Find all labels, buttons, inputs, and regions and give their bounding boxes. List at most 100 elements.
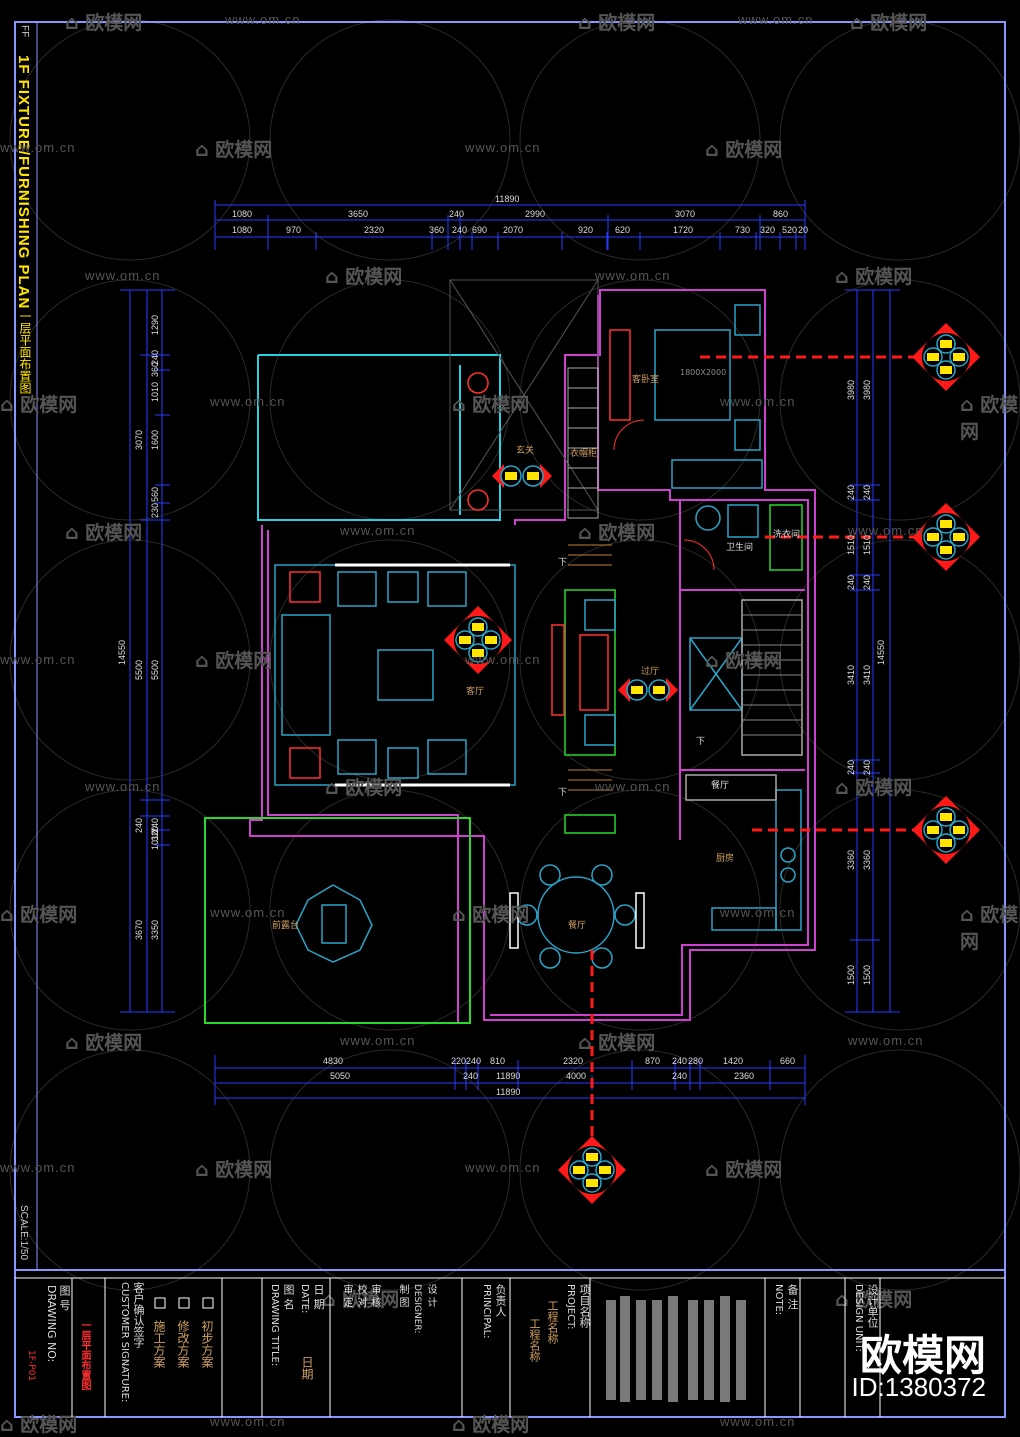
dim-top-row1: 860 bbox=[773, 209, 789, 219]
watermark-brand: ⌂ 欧模网 bbox=[960, 394, 1019, 443]
room-label-dining: 餐厅 bbox=[568, 921, 587, 931]
stair-down-label-3: 下 bbox=[696, 737, 706, 747]
drawing-title-en: 1F FIXTURE/FURNISHING PLAN bbox=[15, 55, 32, 310]
dim-bottom-row1: 280 bbox=[688, 1056, 704, 1066]
elevation-marker bbox=[444, 606, 512, 674]
dim-left-inner: 230 bbox=[150, 503, 160, 519]
dim-left-total: 14550 bbox=[117, 640, 127, 666]
room-label-hall: 过厅 bbox=[641, 667, 660, 677]
right-dimensions bbox=[845, 289, 900, 1013]
dining-set bbox=[509, 864, 645, 969]
watermark-url: www.om.cn bbox=[720, 394, 796, 409]
drawing-no-label: 图 号 bbox=[58, 1285, 71, 1311]
room-label-laundry: 洗衣间 bbox=[773, 530, 801, 540]
dim-right-outer: 3980 bbox=[846, 380, 856, 401]
principal-label: 负责人 bbox=[494, 1284, 507, 1317]
dim-bottom-row1: 4830 bbox=[323, 1056, 344, 1066]
watermark-url: www.om.cn bbox=[465, 652, 541, 667]
drawing-no-en: DRAWING NO: bbox=[45, 1285, 58, 1363]
watermark-url: www.om.cn bbox=[210, 905, 286, 920]
dim-left-inner: 3350 bbox=[150, 920, 160, 941]
dim-bottom-row2: 4000 bbox=[566, 1071, 587, 1081]
dim-right-outer: 1510 bbox=[846, 535, 856, 556]
watermark-brand: ⌂ 欧模网 bbox=[325, 777, 403, 799]
watermark-brand: ⌂ 欧模网 bbox=[835, 1289, 913, 1311]
watermark-url: www.om.cn bbox=[720, 905, 796, 920]
section-lines bbox=[590, 355, 918, 1140]
room-label-living: 客厅 bbox=[466, 687, 485, 697]
watermark-url: www.om.cn bbox=[210, 1414, 286, 1429]
watermark-brand: ⌂ 欧模网 bbox=[322, 1289, 400, 1311]
drawing-title-value: 一层平面布置图 bbox=[79, 1320, 90, 1390]
watermark-brand: ⌂ 欧模网 bbox=[0, 904, 78, 926]
dim-bottom-row2: 240 bbox=[672, 1071, 688, 1081]
dim-top-row2: 20 bbox=[798, 225, 809, 235]
dim-bottom-row1: 1420 bbox=[723, 1056, 744, 1066]
dim-top-row2: 360 bbox=[429, 225, 445, 235]
project-value-1: 工程名称 bbox=[546, 1300, 559, 1344]
watermark-url: www.om.cn bbox=[595, 779, 671, 794]
dim-top-total: 11890 bbox=[495, 194, 520, 204]
watermark-url: www.om.cn bbox=[465, 140, 541, 155]
dim-right-inner: 1510 bbox=[862, 535, 872, 556]
room-label-guest-bedroom: 客卧室 bbox=[632, 375, 660, 385]
team-member-4: 审 定 bbox=[341, 1284, 352, 1308]
dim-top-row1: 240 bbox=[449, 209, 465, 219]
terrace-table bbox=[295, 884, 373, 963]
customer-label: 客户确认签字 bbox=[132, 1282, 145, 1348]
watermark-brand: ⌂ 欧模网 bbox=[578, 12, 656, 34]
elevation-marker bbox=[558, 1136, 626, 1204]
project-value-2: 工程名称 bbox=[528, 1318, 541, 1362]
wardrobe bbox=[567, 367, 599, 519]
dim-top-row2: 920 bbox=[578, 225, 594, 235]
watermark-url: www.om.cn bbox=[595, 268, 671, 283]
bottom-dimensions bbox=[214, 1055, 806, 1105]
dim-bottom-row1: 240 bbox=[672, 1056, 688, 1066]
customer-en: CUSTOMER SIGNATURE: bbox=[119, 1282, 130, 1403]
dim-bottom-row2: 2360 bbox=[734, 1071, 755, 1081]
principal-en: PRINCIPAL: bbox=[481, 1284, 492, 1339]
watermark-brand: ⌂ 欧模网 bbox=[705, 1159, 783, 1181]
elevation-marker bbox=[492, 464, 552, 488]
watermark-brand: ⌂ 欧模网 bbox=[578, 522, 656, 544]
stage-revision: 修改方案 bbox=[176, 1320, 190, 1368]
dim-right-inner: 3410 bbox=[862, 665, 872, 686]
hall-furniture bbox=[579, 599, 616, 746]
living-room-furniture bbox=[274, 564, 516, 786]
team-member-3: 审 核 bbox=[369, 1284, 380, 1308]
drawing-title-label: 图 名 bbox=[282, 1284, 295, 1310]
dim-left-outer: 3070 bbox=[134, 430, 144, 451]
watermark-brand: ⌂ 欧模网 bbox=[835, 777, 913, 799]
asset-id: ID:1380372 bbox=[851, 1372, 986, 1402]
dim-right-inner: 240 bbox=[862, 575, 872, 591]
dim-right-outer: 240 bbox=[846, 575, 856, 591]
watermark-brand: ⌂ 欧模网 bbox=[65, 1032, 143, 1054]
dim-right-inner: 3980 bbox=[862, 380, 872, 401]
room-label-bathroom: 卫生间 bbox=[726, 543, 754, 553]
team-member-1: 设 计 bbox=[425, 1284, 436, 1308]
project-label: 项目名称 bbox=[578, 1284, 591, 1328]
dim-top-row2: 1080 bbox=[232, 225, 253, 235]
team-member-2: 制 图 bbox=[397, 1284, 408, 1308]
dim-left-outer: 240 bbox=[134, 818, 144, 834]
notes-label: 备 注 bbox=[786, 1284, 799, 1310]
drawing-title-en: DRAWING TITLE: bbox=[269, 1284, 280, 1367]
stair-elevator bbox=[689, 599, 803, 756]
watermark-url: www.om.cn bbox=[0, 1160, 76, 1175]
watermark-brand: ⌂ 欧模网 bbox=[705, 139, 783, 161]
watermark-url: www.om.cn bbox=[720, 1414, 796, 1429]
dim-right-inner: 3360 bbox=[862, 850, 872, 871]
drawing-title-cn: 一层平面布置图 bbox=[18, 310, 32, 394]
watermark-brand: ⌂ 欧模网 bbox=[195, 1159, 273, 1181]
brand-logo-text: 欧模网 bbox=[859, 1331, 986, 1380]
door-swing bbox=[613, 419, 645, 451]
sheet-code: FF bbox=[19, 25, 30, 38]
dim-bottom-row2: 240 bbox=[463, 1071, 479, 1081]
dim-bottom-total: 11890 bbox=[496, 1087, 521, 1097]
bed-size: 1800X2000 bbox=[680, 368, 727, 377]
dim-bottom-row2: 5050 bbox=[330, 1071, 351, 1081]
watermark-url: www.om.cn bbox=[85, 779, 161, 794]
watermark-brand: ⌂ 欧模网 bbox=[835, 266, 913, 288]
dim-left-inner: 1010 bbox=[150, 830, 160, 851]
foyer-plants bbox=[467, 372, 489, 511]
